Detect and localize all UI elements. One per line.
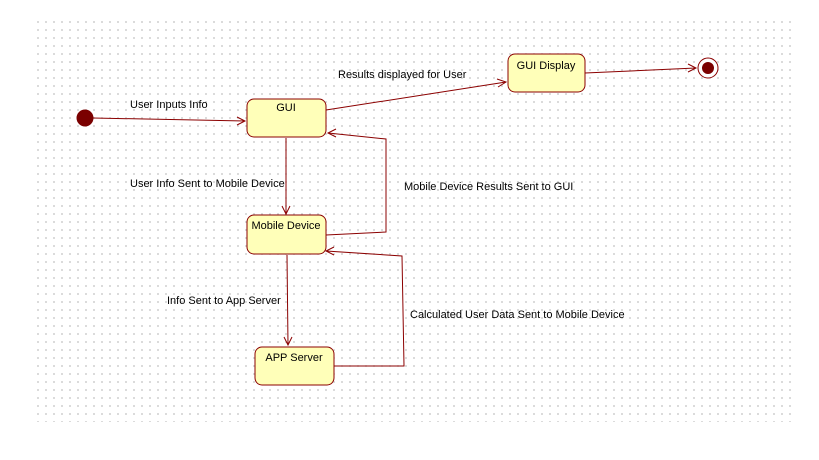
state-app-server[interactable]: APP Server — [254, 346, 335, 386]
state-mobile-device[interactable]: Mobile Device — [246, 214, 327, 255]
state-gui-display-label: GUI Display — [517, 60, 576, 72]
edge-app-server-to-mobile-device[interactable] — [324, 246, 405, 367]
edge-mobile-device-to-gui[interactable] — [325, 128, 387, 236]
initial-node[interactable] — [76, 109, 94, 127]
label-user-inputs: User Inputs Info — [130, 99, 208, 111]
label-calculated-data-sent: Calculated User Data Sent to Mobile Devi… — [410, 309, 625, 321]
state-gui-display[interactable]: GUI Display — [507, 53, 586, 93]
state-gui-label: GUI — [276, 102, 296, 114]
label-mobile-results-sent: Mobile Device Results Sent to GUI — [404, 181, 573, 193]
grid-background — [34, 18, 792, 422]
edge-gui-display-to-final[interactable] — [584, 63, 698, 74]
label-results-displayed: Results displayed for User — [338, 69, 467, 81]
edge-gui-to-mobile-device[interactable] — [281, 138, 291, 216]
label-user-info-sent: User Info Sent to Mobile Device — [130, 178, 285, 190]
edge-gui-to-gui-display[interactable] — [325, 78, 508, 111]
state-mobile-device-label: Mobile Device — [251, 220, 320, 232]
edge-mobile-device-to-app-server[interactable] — [283, 254, 293, 347]
final-node[interactable] — [697, 57, 719, 79]
state-gui[interactable]: GUI — [246, 98, 327, 138]
state-app-server-label: APP Server — [265, 352, 323, 364]
label-info-sent-app: Info Sent to App Server — [167, 295, 281, 307]
edge-initial-to-gui[interactable] — [92, 116, 247, 126]
